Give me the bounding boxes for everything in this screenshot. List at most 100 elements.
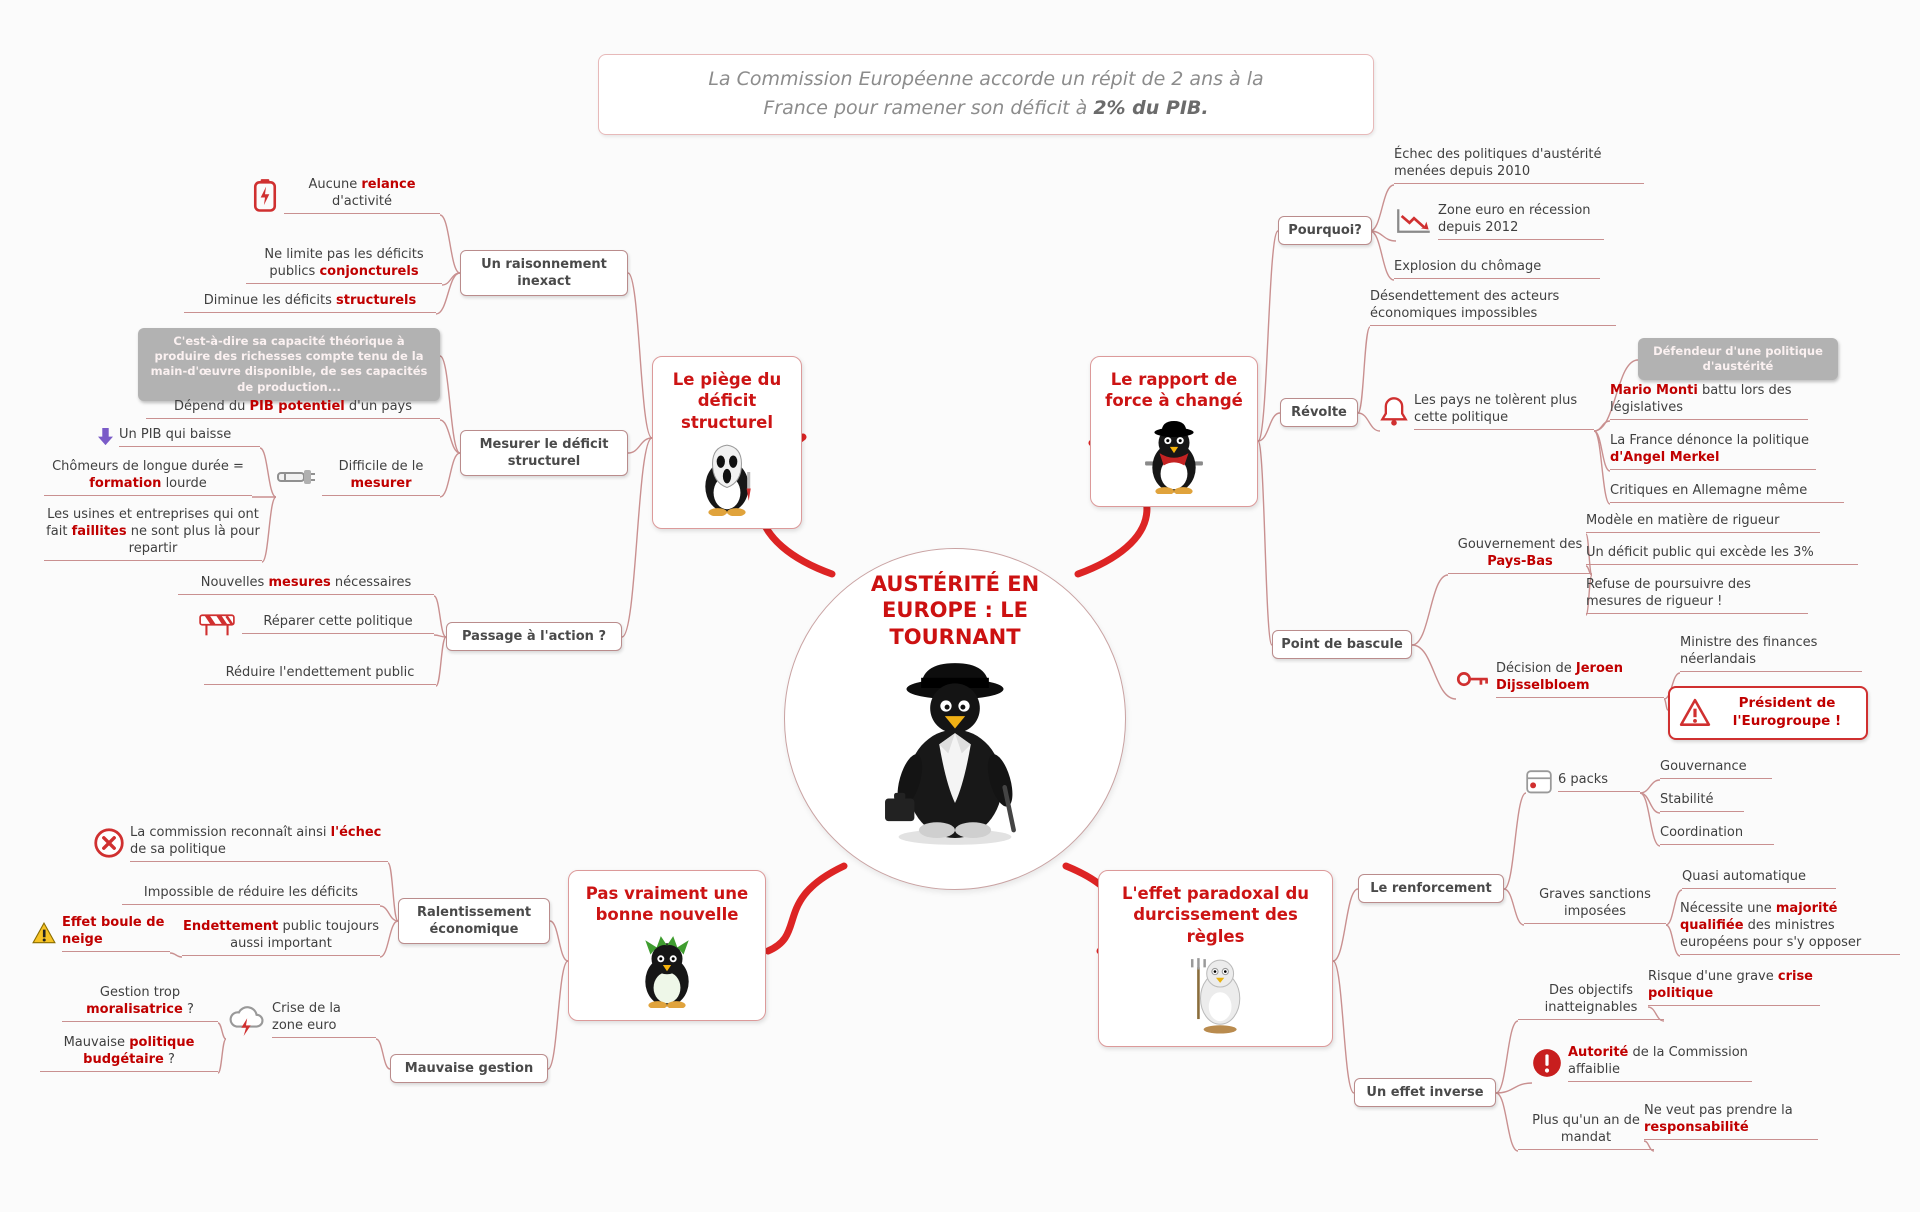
leaf-effet-boule-neige[interactable]: Effet boule de neige xyxy=(32,914,170,953)
bandit-penguin-image xyxy=(1143,420,1205,495)
topic-renforcement-label: Le renforcement xyxy=(1370,881,1492,896)
leaf-ministre-neerlandais[interactable]: Ministre des finances néerlandais xyxy=(1680,634,1862,673)
leaf-angel-merkel[interactable]: La France dénonce la politique d'Angel M… xyxy=(1610,432,1816,471)
branch-pas-bonne-nouvelle[interactable]: Pas vraiment une bonne nouvelle xyxy=(568,870,766,1022)
topic-ralentissement[interactable]: Ralentissement économique xyxy=(398,898,550,945)
leaf-reduire-endettement[interactable]: Réduire l'endettement public xyxy=(204,664,436,686)
leaf-pib-baisse[interactable]: Un PIB qui baisse xyxy=(98,426,260,448)
topic-pourquoi-label: Pourquoi? xyxy=(1288,223,1362,238)
leaf-objectifs-inatteignables-label: Des objectifs inatteignables xyxy=(1518,982,1664,1021)
leaf-reparer-politique[interactable]: Réparer cette politique xyxy=(198,610,434,637)
topic-mesurer-deficit[interactable]: Mesurer le déficit structurel xyxy=(460,430,628,477)
leaf-quasi-automatique[interactable]: Quasi automatique xyxy=(1682,868,1836,890)
leaf-plus-un-an-mandat[interactable]: Plus qu'un an de mandat xyxy=(1518,1112,1654,1151)
topic-mauvaise-gestion-label: Mauvaise gestion xyxy=(404,1061,534,1076)
x-circle-icon xyxy=(94,828,124,858)
branch-effet-paradoxal[interactable]: L'effet paradoxal du durcissement des rè… xyxy=(1098,870,1333,1047)
warning-yellow-icon xyxy=(32,922,56,944)
leaf-coordination[interactable]: Coordination xyxy=(1660,824,1774,846)
leaf-chomeurs-formation[interactable]: Chômeurs de longue durée = formation lou… xyxy=(44,458,252,497)
leaf-pib-potentiel[interactable]: Dépend du PIB potentiel d'un pays xyxy=(146,398,440,420)
topic-point-bascule[interactable]: Point de bascule xyxy=(1272,630,1412,660)
topic-renforcement[interactable]: Le renforcement xyxy=(1358,874,1504,904)
topic-raisonnement-inexact[interactable]: Un raisonnement inexact xyxy=(460,250,628,297)
banner-line2: France pour ramener son déficit à xyxy=(763,97,1094,120)
leaf-modele-rigueur[interactable]: Modèle en matière de rigueur xyxy=(1586,512,1820,534)
leaf-echec-2010[interactable]: Échec des politiques d'austérité menées … xyxy=(1394,146,1644,185)
leaf-gestion-moralisatrice[interactable]: Gestion trop moralisatrice ? xyxy=(62,984,218,1023)
leaf-refuse-rigueur-label: Refuse de poursuivre des mesures de rigu… xyxy=(1586,576,1808,615)
down-arrow-icon xyxy=(98,428,113,446)
leaf-pays-ne-tolerent-label: Les pays ne tolèrent plus cette politiqu… xyxy=(1414,392,1594,431)
leaf-angel-merkel-label: La France dénonce la politique d'Angel M… xyxy=(1610,432,1816,471)
leaf-gouvernance[interactable]: Gouvernance xyxy=(1660,758,1772,780)
leaf-desendettement[interactable]: Désendettement des acteurs économiques i… xyxy=(1370,288,1616,327)
floating-note-banner[interactable]: La Commission Européenne accorde un répi… xyxy=(598,54,1374,135)
leaf-refuse-rigueur[interactable]: Refuse de poursuivre des mesures de rigu… xyxy=(1586,576,1808,615)
leaf-usines-faillites-label: Les usines et entreprises qui ont fait f… xyxy=(44,506,262,562)
leaf-deficits-structurels[interactable]: Diminue les déficits structurels xyxy=(184,292,436,314)
leaf-gouvernement-pays-bas-label: Gouvernement des Pays-Bas xyxy=(1448,536,1592,575)
callout-pib-potentiel-note-label: C'est-à-dire sa capacité théorique à pro… xyxy=(150,334,428,394)
leaf-plus-un-an-mandat-label: Plus qu'un an de mandat xyxy=(1518,1112,1654,1151)
leaf-effet-boule-neige-label: Effet boule de neige xyxy=(62,914,170,953)
leaf-difficile-mesurer-label: Difficile de le mesurer xyxy=(322,458,440,497)
leaf-risque-crise-politique[interactable]: Risque d'une grave crise politique xyxy=(1648,968,1820,1007)
leaf-politique-budgetaire[interactable]: Mauvaise politique budgétaire ? xyxy=(40,1034,218,1073)
leaf-autorite-affaiblie[interactable]: Autorité de la Commission affaiblie xyxy=(1532,1044,1752,1083)
alert-president-eurogroupe[interactable]: Président de l'Eurogroupe ! xyxy=(1668,686,1868,740)
leaf-usines-faillites[interactable]: Les usines et entreprises qui ont fait f… xyxy=(44,506,262,562)
leaf-objectifs-inatteignables[interactable]: Des objectifs inatteignables xyxy=(1518,982,1664,1021)
leaf-ne-veut-pas-responsabilite[interactable]: Ne veut pas prendre la responsabilité xyxy=(1644,1102,1818,1141)
leaf-gouvernement-pays-bas[interactable]: Gouvernement des Pays-Bas xyxy=(1448,536,1592,575)
leaf-impossible-reduire[interactable]: Impossible de réduire les déficits xyxy=(122,884,380,906)
leaf-explosion-chomage[interactable]: Explosion du chômage xyxy=(1394,258,1600,280)
leaf-deficits-conjoncturels[interactable]: Ne limite pas les déficits publics conjo… xyxy=(246,246,442,285)
leaf-decision-dijsselbloem-label: Décision de Jeroen Dijsselbloem xyxy=(1496,660,1664,699)
leaf-crise-zone-euro[interactable]: Crise de la zone euro xyxy=(226,1000,376,1039)
topic-mauvaise-gestion[interactable]: Mauvaise gestion xyxy=(390,1054,548,1084)
leaf-chomeurs-formation-label: Chômeurs de longue durée = formation lou… xyxy=(44,458,252,497)
leaf-ministre-neerlandais-label: Ministre des finances néerlandais xyxy=(1680,634,1862,673)
branch-piege-deficit-structurel[interactable]: Le piège du déficit structurel xyxy=(652,356,802,529)
callout-pib-potentiel-note[interactable]: C'est-à-dire sa capacité théorique à pro… xyxy=(138,328,440,401)
central-topic[interactable]: AUSTÉRITÉ EN EUROPE : LE TOURNANT xyxy=(784,548,1126,890)
leaf-pays-ne-tolerent[interactable]: Les pays ne tolèrent plus cette politiqu… xyxy=(1380,392,1594,431)
leaf-mario-monti-label: Mario Monti battu lors des législatives xyxy=(1610,382,1808,421)
leaf-6-packs[interactable]: 6 packs xyxy=(1526,770,1640,794)
leaf-commission-echec[interactable]: La commission reconnaît ainsi l'échec de… xyxy=(94,824,388,863)
leaf-zone-euro-recession[interactable]: Zone euro en récession depuis 2012 xyxy=(1396,202,1604,241)
leaf-decision-dijsselbloem[interactable]: Décision de Jeroen Dijsselbloem xyxy=(1456,660,1664,699)
leaf-majorite-qualifiee[interactable]: Nécessite une majorité qualifiée des min… xyxy=(1680,900,1900,956)
topic-effet-inverse[interactable]: Un effet inverse xyxy=(1354,1078,1496,1108)
leaf-endettement-important[interactable]: Endettement public toujours aussi import… xyxy=(182,918,380,957)
leaf-aucune-relance[interactable]: Aucune relance d'activité xyxy=(252,176,440,215)
key-icon xyxy=(1456,670,1490,688)
trend-down-icon xyxy=(1396,207,1432,236)
leaf-stabilite[interactable]: Stabilité xyxy=(1660,791,1744,813)
leaf-mario-monti[interactable]: Mario Monti battu lors des législatives xyxy=(1610,382,1808,421)
branch-pas-bonne-nouvelle-label: Pas vraiment une bonne nouvelle xyxy=(585,884,749,925)
banner-line2-bold: 2% du PIB. xyxy=(1093,97,1209,120)
leaf-desendettement-label: Désendettement des acteurs économiques i… xyxy=(1370,288,1616,327)
topic-revolte[interactable]: Révolte xyxy=(1280,398,1358,428)
callout-defenseur-austerite[interactable]: Défendeur d'une politique d'austérité xyxy=(1638,338,1838,381)
topic-pourquoi[interactable]: Pourquoi? xyxy=(1278,216,1372,246)
cloud-lightning-icon xyxy=(226,1003,266,1036)
scream-penguin-image xyxy=(696,441,758,516)
leaf-nouvelles-mesures[interactable]: Nouvelles mesures nécessaires xyxy=(178,574,434,596)
leaf-graves-sanctions[interactable]: Graves sanctions imposées xyxy=(1524,886,1666,925)
leaf-risque-crise-politique-label: Risque d'une grave crise politique xyxy=(1648,968,1820,1007)
leaf-quasi-automatique-label: Quasi automatique xyxy=(1682,868,1836,890)
center-penguin-image xyxy=(876,654,1034,850)
banner-line1: La Commission Européenne accorde un répi… xyxy=(708,68,1264,90)
leaf-critiques-allemagne[interactable]: Critiques en Allemagne même xyxy=(1610,482,1844,504)
leaf-pib-potentiel-label: Dépend du PIB potentiel d'un pays xyxy=(146,398,440,420)
leaf-difficile-mesurer[interactable]: Difficile de le mesurer xyxy=(276,458,440,497)
green-penguin-image xyxy=(636,934,698,1009)
leaf-deficit-3-pourcent[interactable]: Un déficit public qui excède les 3% xyxy=(1586,544,1858,566)
branch-rapport-de-force[interactable]: Le rapport de force à changé xyxy=(1090,356,1258,508)
topic-passage-action[interactable]: Passage à l'action ? xyxy=(446,622,622,652)
caliper-icon xyxy=(276,465,316,489)
